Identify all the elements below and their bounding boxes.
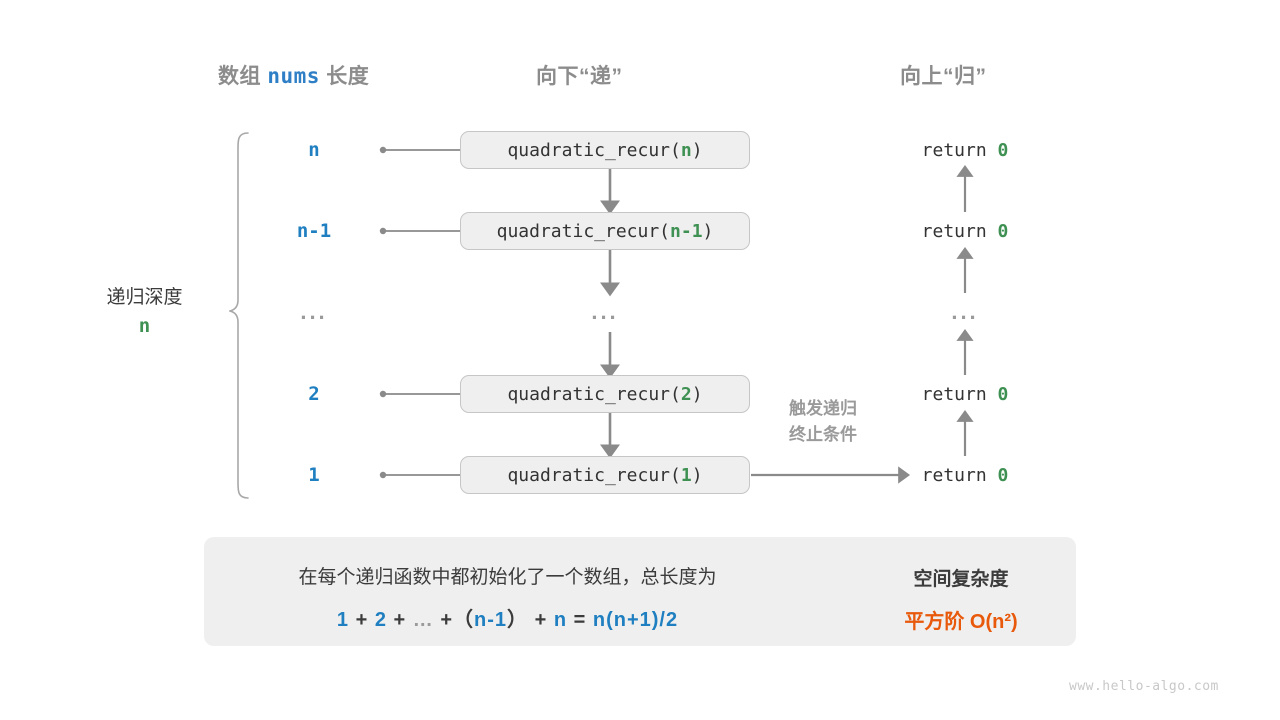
return-value-row-0: 0 (997, 140, 1009, 161)
function-name-row-4: quadratic_recur( (507, 464, 681, 486)
recursion-depth-text: 递归深度 (106, 287, 183, 308)
function-arg-row-0: n (680, 139, 692, 161)
function-close-row-0: ) (691, 139, 703, 161)
return-value-row-1: 0 (997, 221, 1009, 242)
function-close-row-3: ) (691, 383, 703, 405)
leader-dots (379, 146, 387, 479)
formula-op-1: + (355, 609, 369, 631)
recursion-depth-value: n (138, 315, 151, 338)
summary-description: 在每个递归函数中都初始化了一个数组，总长度为 (298, 567, 717, 588)
summary-formula: 1 + 2 + … +（n-1） + n = n(n+1)/2 (225, 603, 790, 632)
header-array-prefix: 数组 (218, 65, 261, 88)
formula-op-2: + (393, 609, 407, 631)
function-arg-row-3: 2 (680, 383, 692, 405)
return-label-row-3: return (921, 384, 987, 405)
return-value-row-3: 0 (997, 384, 1009, 405)
function-box-row-3[interactable]: quadratic_recur(2) (460, 375, 750, 413)
return-row-4: return 0 (880, 465, 1050, 486)
depth-value-row-3: 2 (308, 383, 320, 405)
return-label-row-0: return (921, 140, 987, 161)
header-array-suffix: 长度 (326, 65, 370, 88)
formula-paren-close: ） (507, 609, 529, 631)
formula-op-4: + (534, 609, 548, 631)
return-label-row-4: return (921, 465, 987, 486)
formula-op-3: + (440, 609, 454, 631)
termination-note-line1: 触发递归 (789, 399, 857, 418)
function-box-row-2: ... (591, 299, 619, 324)
formula-term-3: n-1 (474, 609, 508, 631)
leader-lines (384, 149, 460, 476)
return-row-0: return 0 (880, 140, 1050, 161)
recursion-depth-label: 递归深度 n (72, 283, 217, 342)
header-array-code: nums (267, 64, 320, 88)
function-arg-row-4: 1 (680, 464, 692, 486)
return-row-2: ... (951, 299, 979, 324)
return-row-3: return 0 (880, 384, 1050, 405)
header-ascend: 向上“归” (900, 65, 987, 88)
return-row-1: return 0 (880, 221, 1050, 242)
formula-equals: = (573, 609, 587, 631)
function-arg-row-1: n-1 (670, 220, 703, 242)
complexity-title: 空间复杂度 (913, 569, 1009, 590)
function-name-row-0: quadratic_recur( (507, 139, 681, 161)
function-close-row-1: ) (702, 220, 714, 242)
depth-value-row-1: n-1 (296, 220, 332, 242)
summary-panel (204, 537, 1076, 646)
function-name-row-1: quadratic_recur( (496, 220, 671, 242)
termination-note-line2: 终止条件 (789, 425, 857, 445)
header-array-length: 数组 nums 长度 (218, 60, 369, 90)
function-box-row-0[interactable]: quadratic_recur(n) (460, 131, 750, 169)
depth-value-row-0: n (308, 139, 320, 161)
formula-ellipsis: … (412, 609, 434, 631)
function-box-row-1[interactable]: quadratic_recur(n-1) (460, 212, 750, 250)
function-close-row-4: ) (691, 464, 703, 486)
return-label-row-1: return (921, 221, 987, 242)
header-descend: 向下“递” (536, 65, 623, 88)
complexity-value: 平方阶 O(n²) (904, 611, 1018, 633)
depth-value-row-4: 1 (308, 464, 320, 486)
function-box-row-4[interactable]: quadratic_recur(1) (460, 456, 750, 494)
formula-result: n(n+1)/2 (592, 609, 679, 631)
return-value-row-4: 0 (997, 465, 1009, 486)
watermark: www.hello-algo.com (1069, 679, 1219, 694)
depth-brace (229, 132, 249, 499)
formula-term-1: 1 (336, 609, 350, 631)
formula-term-4: n (553, 609, 568, 631)
formula-paren-open: （ (453, 609, 475, 631)
termination-note: 触发递归 终止条件 (758, 396, 888, 449)
depth-value-row-2: ... (300, 299, 328, 324)
formula-term-2: 2 (374, 609, 387, 631)
function-name-row-3: quadratic_recur( (507, 383, 681, 405)
